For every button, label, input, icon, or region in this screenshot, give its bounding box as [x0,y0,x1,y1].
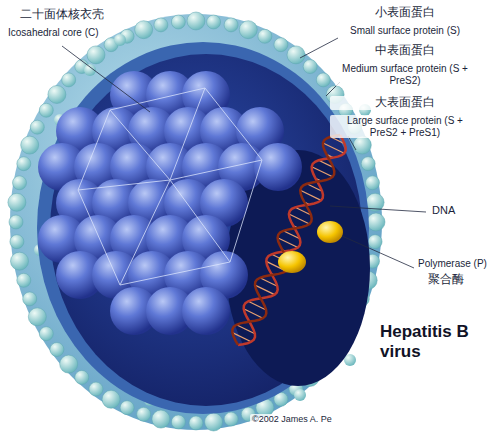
surface-protein [187,12,205,30]
surface-protein [89,382,103,396]
dna-strand [238,135,346,345]
part-label: Small surface protein (S) [330,25,480,37]
surface-protein [17,157,31,171]
part-label: 中表面蛋白 [330,44,480,58]
envelope [10,14,382,430]
surface-protein [294,389,306,401]
surface-proteins [8,12,385,431]
surface-protein [303,60,317,74]
icosahedron-outline [78,88,262,285]
core-subunits [38,71,302,335]
part-label: 小表面蛋白 [330,6,480,20]
surface-protein [224,412,238,426]
surface-protein [152,410,170,428]
surface-protein [274,38,288,52]
leader-line [342,236,414,268]
icosahedron-edge [170,160,262,180]
surface-protein [11,252,29,270]
surface-protein [137,407,151,421]
part-label: Polymerase (P) [416,258,489,270]
surface-protein [361,157,375,171]
part-label: ©2002 James A. Pe [250,414,334,424]
part-label: DNA [430,204,457,217]
surface-protein [13,176,27,190]
polymerase [278,251,306,273]
surface-protein [102,390,120,408]
core-subunit [182,287,230,335]
surface-protein [154,18,168,32]
icosahedron-edge [170,180,230,262]
surface-protein [287,46,305,64]
surface-protein [366,176,380,190]
surface-protein [39,103,53,117]
icosahedron-edge [120,180,170,285]
core-subunit [254,143,302,191]
surface-protein [75,370,89,384]
polymerase [317,221,343,243]
membrane-layer [37,42,369,414]
surface-protein [205,413,223,431]
surface-protein [17,273,31,287]
surface-protein [239,21,257,39]
surface-protein [39,327,53,341]
surface-protein [368,235,382,249]
surface-protein [171,15,185,29]
part-label: 大表面蛋白 [330,96,480,110]
surface-protein [316,73,330,87]
surface-protein [10,235,24,249]
surface-protein [120,401,134,415]
surface-protein [135,21,153,39]
surface-protein [21,136,39,154]
diagram-title: Hepatitis B virus [378,322,490,361]
part-label: Large surface protein (S + PreS2 + PreS1… [330,115,480,138]
surface-protein [30,120,44,134]
surface-protein [8,193,26,211]
icosahedron-edges [78,88,262,285]
icosahedron-edge [78,180,170,190]
dna-helix [232,135,345,345]
part-label: 聚合酶 [426,273,466,287]
surface-protein [353,136,371,154]
part-label: Icosahedral core (C) [6,27,101,39]
surface-protein [367,213,385,231]
surface-protein [62,73,76,87]
surface-protein [224,18,238,32]
leader-line [348,136,356,150]
part-label: 二十面体核衣壳 [18,8,106,22]
part-label: Medium surface protein (S + PreS2) [335,63,475,86]
surface-protein [114,34,126,46]
surface-protein [87,46,105,64]
surface-protein [28,308,46,326]
surface-protein [258,29,272,43]
surface-protein [9,215,23,229]
icosahedron-edge [110,88,205,180]
surface-protein [207,15,221,29]
leader-line [62,46,150,112]
surface-protein [48,86,66,104]
surface-protein [60,355,78,373]
leader-line [330,206,426,212]
surface-protein [171,415,185,429]
surface-protein [189,416,203,430]
surface-protein [50,343,64,357]
surface-protein [23,292,37,306]
